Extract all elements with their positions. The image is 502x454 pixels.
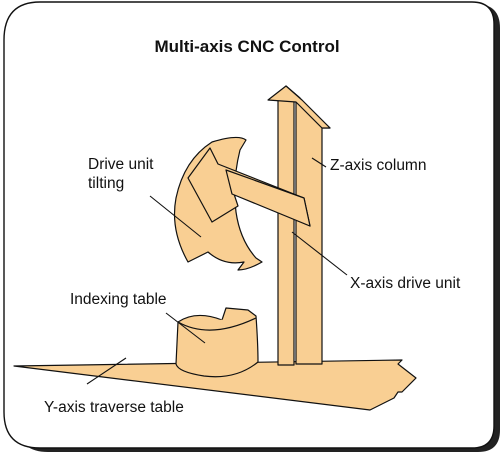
label-x-axis-drive-unit: X-axis drive unit — [350, 275, 461, 292]
diagram-frame — [3, 1, 495, 449]
leader-indexing-table — [165, 312, 206, 344]
indexing-table-shape — [175, 307, 259, 378]
label-z-axis-column: Z-axis column — [330, 157, 426, 174]
y-axis-traverse-table-shape — [13, 359, 417, 411]
label-drive-unit-tilting-line1: Drive unit — [88, 156, 154, 173]
label-drive-unit-tilting-line2: tilting — [88, 175, 124, 192]
leader-z-axis-column — [311, 157, 327, 168]
label-y-axis-traverse-table: Y-axis traverse table — [44, 399, 184, 416]
indexing-table-top — [177, 317, 257, 331]
leader-y-axis-traverse-table — [86, 357, 127, 385]
leader-x-axis-drive-unit — [291, 231, 348, 276]
label-indexing-table: Indexing table — [70, 291, 167, 308]
leader-drive-unit-tilting — [149, 195, 202, 238]
x-axis-drive-unit-face — [225, 169, 311, 227]
z-axis-arrow-head — [267, 85, 331, 129]
page-title: Multi-axis CNC Control — [154, 37, 339, 56]
